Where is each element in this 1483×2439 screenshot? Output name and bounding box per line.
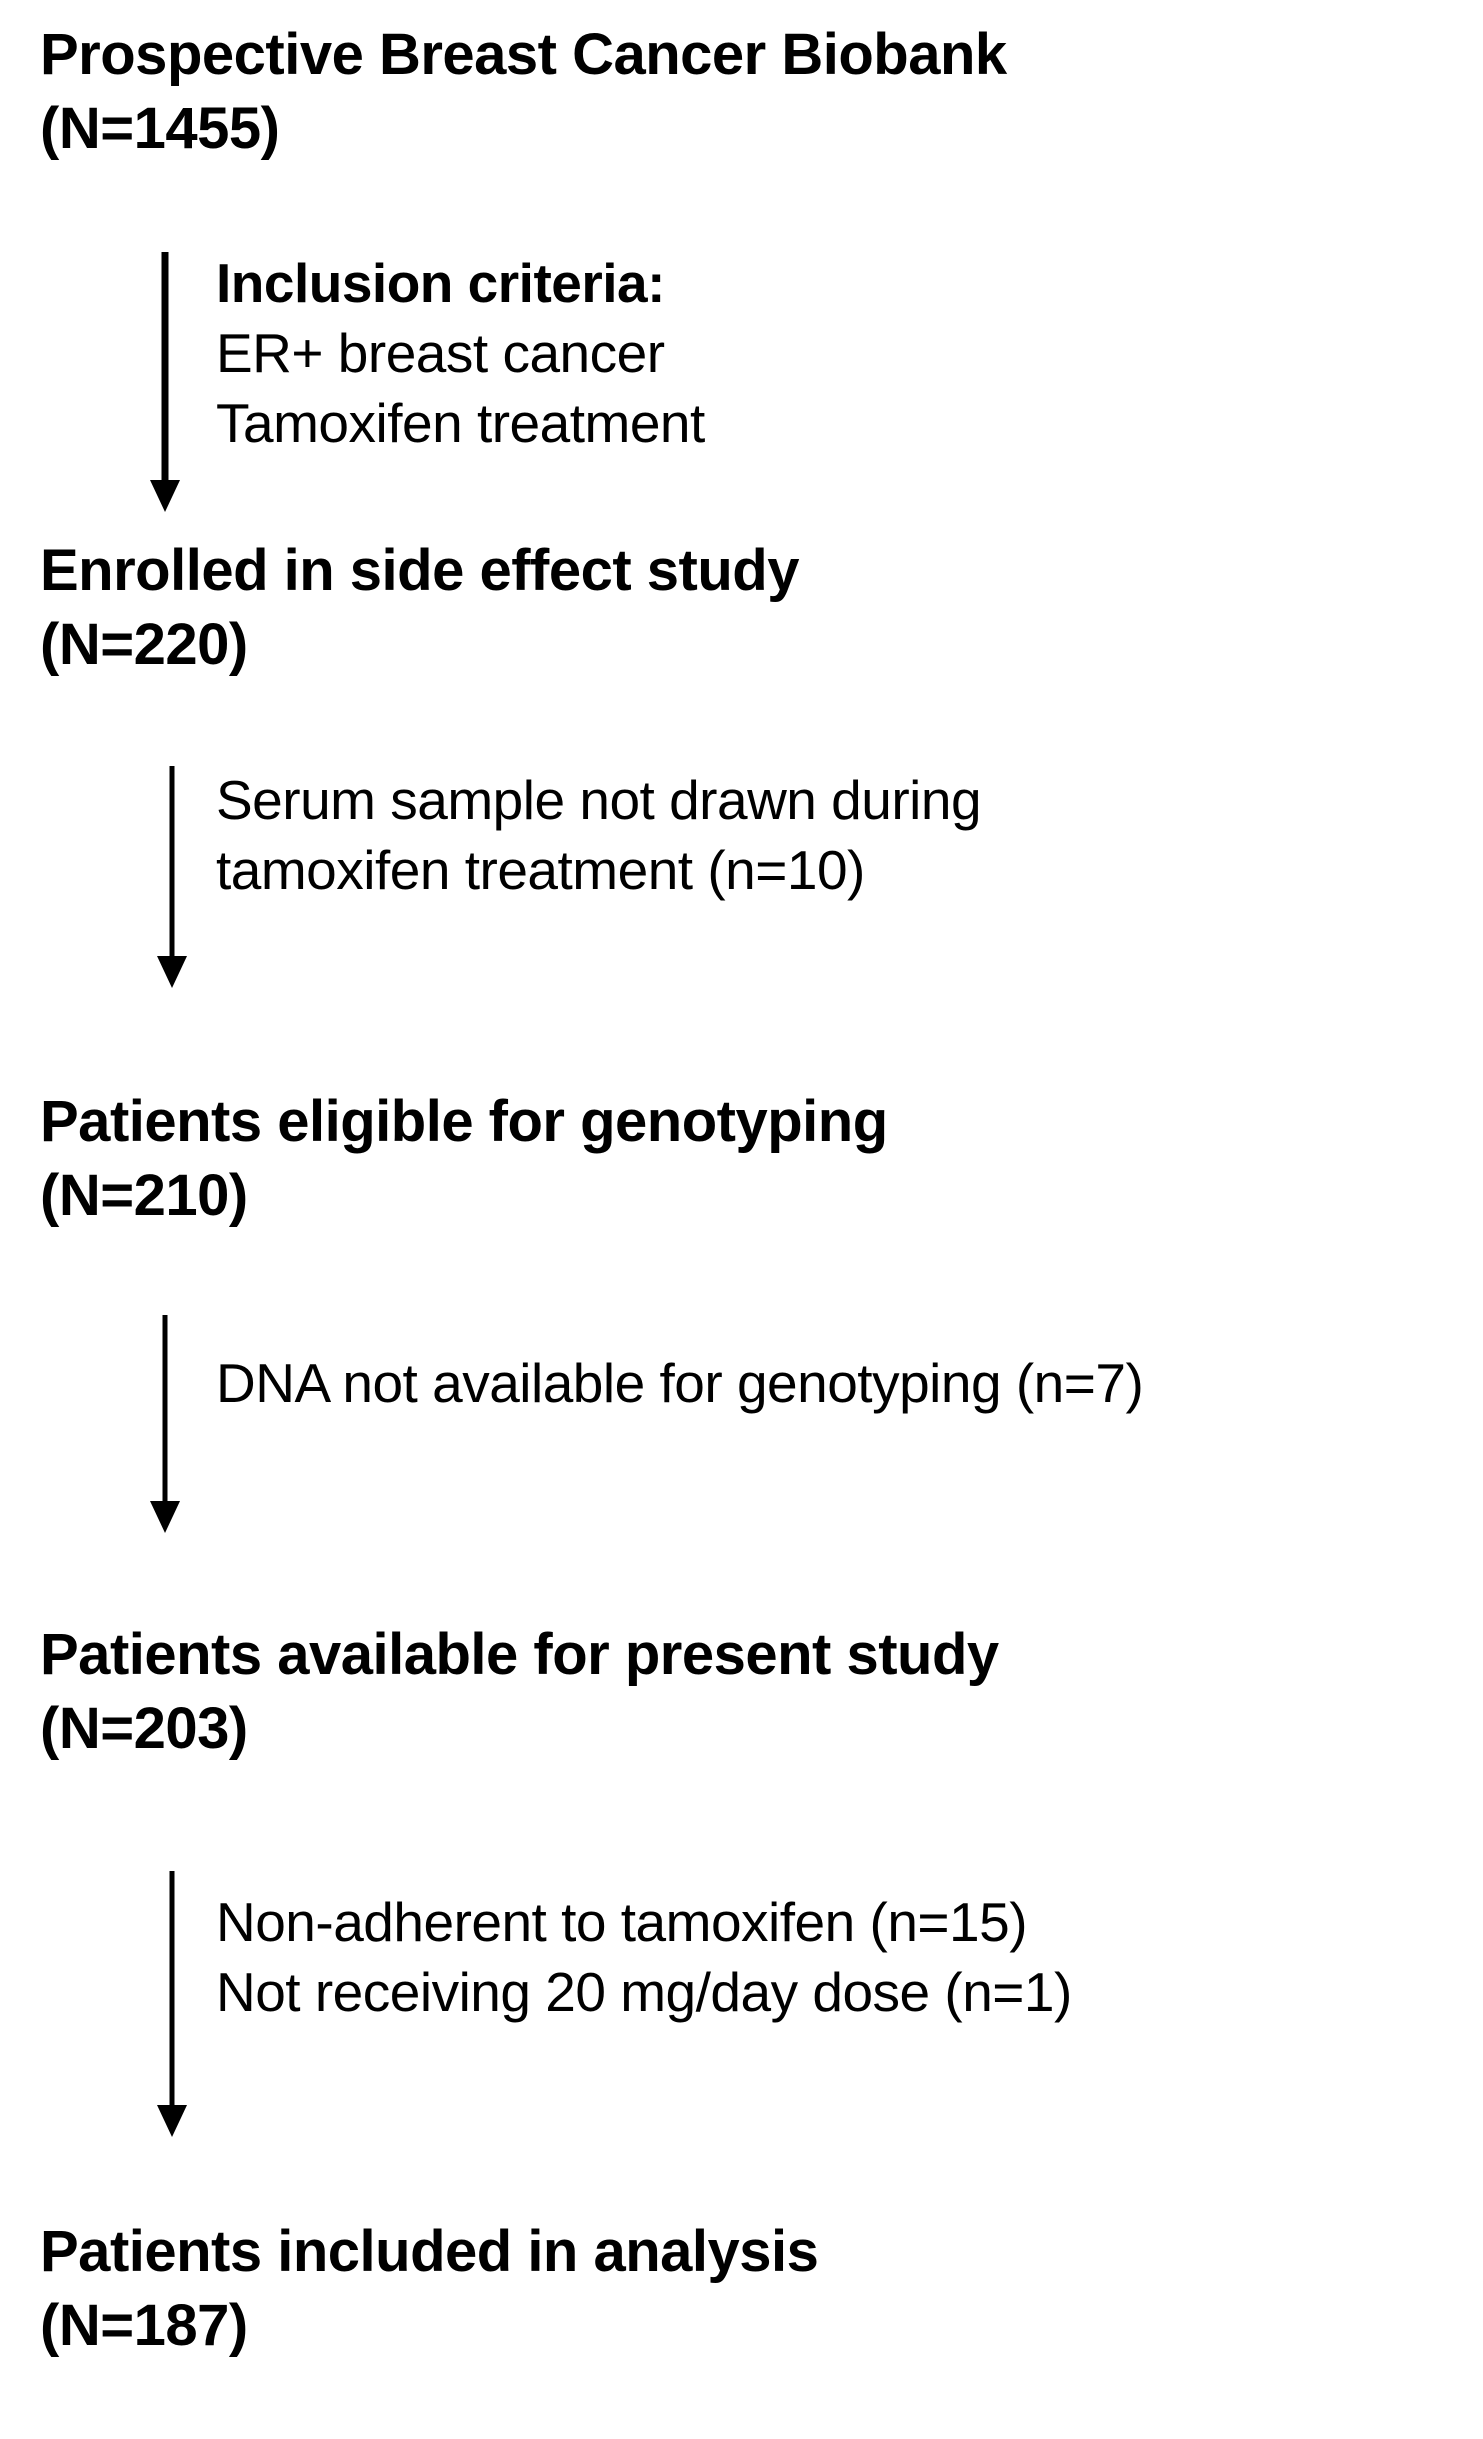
flow-arrow-adherence-head (157, 2105, 187, 2137)
flow-annotation-serum: Serum sample not drawn during tamoxifen … (216, 765, 982, 905)
flow-node-available-title: Patients available for present study (40, 1622, 999, 1687)
flow-node-included-count: (N=187) (40, 2293, 248, 2358)
flow-node-eligible: Patients eligible for genotyping (N=210) (40, 1085, 888, 1233)
flow-node-included: Patients included in analysis (N=187) (40, 2215, 819, 2363)
flow-arrow-serum (157, 766, 187, 988)
flow-annotation-serum-line-2: tamoxifen treatment (n=10) (216, 839, 865, 901)
flow-arrow-serum-shaft (169, 766, 175, 960)
flow-annotation-inclusion-line-1: Inclusion criteria: (216, 252, 665, 314)
flow-node-enrolled-count: (N=220) (40, 612, 248, 677)
flow-annotation-inclusion: Inclusion criteria: ER+ breast cancer Ta… (216, 248, 705, 458)
flow-arrow-serum-head (157, 956, 187, 988)
flow-arrow-dna-head (150, 1501, 180, 1533)
flow-arrow-dna (150, 1315, 180, 1533)
flow-arrow-inclusion-head (150, 480, 180, 512)
flow-annotation-inclusion-line-3: Tamoxifen treatment (216, 392, 705, 454)
flow-annotation-dna-line-1: DNA not available for genotyping (n=7) (216, 1352, 1144, 1414)
flow-node-biobank: Prospective Breast Cancer Biobank (N=145… (40, 18, 1007, 166)
flow-node-eligible-count: (N=210) (40, 1163, 248, 1228)
flow-arrow-inclusion (150, 252, 180, 512)
flow-annotation-adherence-line-2: Not receiving 20 mg/day dose (n=1) (216, 1961, 1072, 2023)
flow-node-available: Patients available for present study (N=… (40, 1618, 999, 1766)
flow-arrow-dna-shaft (162, 1315, 168, 1505)
flow-node-biobank-count: (N=1455) (40, 96, 280, 161)
flow-arrow-inclusion-shaft (161, 252, 169, 484)
flow-arrow-adherence (157, 1871, 187, 2137)
flow-node-available-count: (N=203) (40, 1696, 248, 1761)
flow-annotation-dna: DNA not available for genotyping (n=7) (216, 1348, 1144, 1418)
flow-annotation-adherence-line-1: Non-adherent to tamoxifen (n=15) (216, 1891, 1028, 1953)
flow-node-eligible-title: Patients eligible for genotyping (40, 1089, 888, 1154)
flow-annotation-serum-line-1: Serum sample not drawn during (216, 769, 982, 831)
flow-node-enrolled-title: Enrolled in side effect study (40, 538, 799, 603)
flow-node-enrolled: Enrolled in side effect study (N=220) (40, 534, 799, 682)
flow-annotation-adherence: Non-adherent to tamoxifen (n=15) Not rec… (216, 1887, 1072, 2027)
flow-node-included-title: Patients included in analysis (40, 2219, 819, 2284)
flow-annotation-inclusion-line-2: ER+ breast cancer (216, 322, 665, 384)
flow-arrow-adherence-shaft (169, 1871, 175, 2109)
flow-node-biobank-title: Prospective Breast Cancer Biobank (40, 22, 1007, 87)
